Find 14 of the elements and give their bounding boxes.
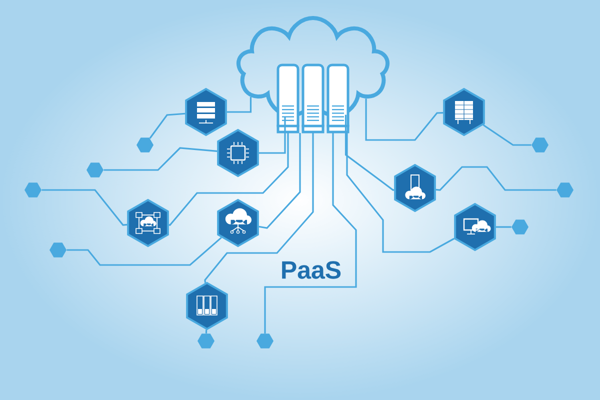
circuit-line: [149, 112, 186, 139]
circuit-line: [226, 97, 252, 113]
circuit-line: [344, 114, 394, 191]
cloud-drawing: [236, 16, 390, 134]
circuit-line: [482, 124, 532, 146]
circuit-line: [258, 116, 286, 154]
circuit-line: [436, 166, 556, 191]
circuit-line: [205, 330, 208, 334]
circuit-line: [496, 226, 512, 228]
circuit-line: [66, 236, 222, 266]
circuit-line: [104, 147, 218, 171]
title-text: PaaS: [282, 261, 341, 279]
circuit-line: [365, 98, 444, 141]
circuit-line: [42, 189, 128, 226]
